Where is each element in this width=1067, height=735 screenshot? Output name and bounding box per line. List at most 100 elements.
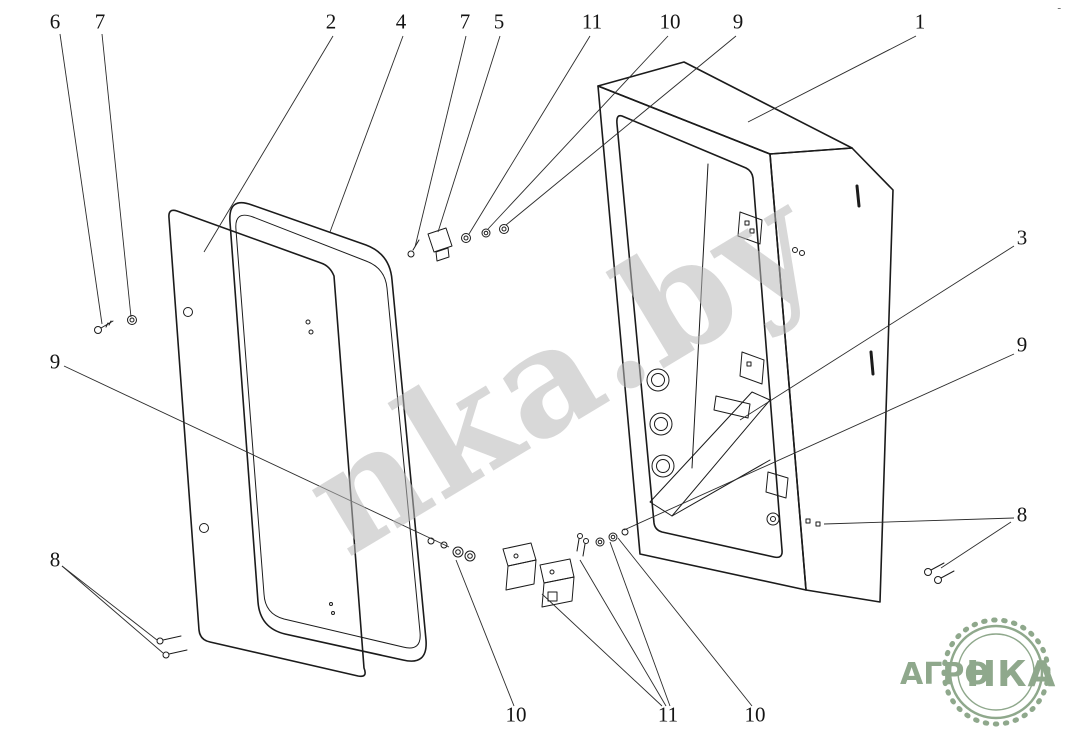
interior-floor-panel [649,391,771,517]
frame-hole-1 [792,247,798,253]
door-latch-mark-2 [308,329,314,335]
leader-8-left-a [61,565,158,641]
door-panel [168,209,366,678]
cabinet-body [597,61,894,603]
screw-group-bottom-left [156,635,188,659]
cabinet-front-face [597,85,807,591]
hinge-plate-2-hole [549,569,555,575]
washer-left [127,315,137,325]
cabinet-opening-frame [616,114,783,559]
logo-scallop-ring [941,617,1051,727]
interior-back-corner-line [691,163,709,469]
washer-bc-6-inner [610,534,616,540]
seal-frame-inner [235,214,421,649]
screw-group-bottom-right [924,562,955,584]
leader-7-top [414,35,467,248]
washer-bc-3 [452,546,464,558]
fastener-group-left [94,315,137,334]
washer-bc-4 [464,550,476,562]
page-corner-mark: - [1057,2,1061,14]
leader-6 [59,33,103,325]
screw-br-1-head [924,568,932,576]
leader-1 [747,35,917,123]
hinge-bracket-lower [739,351,765,385]
callout-11-bottom: 11 [657,702,679,727]
door-hinge-hole-bottom [199,523,209,533]
interior-knob-inner [770,516,776,522]
vent-hole-1-inner [651,373,665,387]
leader-3 [739,245,1015,421]
leader-9-left [63,365,450,548]
door-panel-outline [168,209,366,678]
callout-4: 4 [395,9,407,34]
leader-8-left-b [61,565,164,654]
logo-outer-ring [948,624,1044,720]
leader-2 [203,35,334,253]
door-seal-frame [229,201,427,662]
washer-11-top [461,233,471,243]
hinge-plate-2-tab [547,591,558,602]
screw-bl-2-shaft [168,649,188,655]
side-slot-lower [869,350,875,376]
screw-shaft-top [412,239,420,251]
leader-5 [437,35,501,233]
screw-bl-1-head [156,637,164,645]
callout-11-top: 11 [581,9,603,34]
leader-7-left [101,33,132,318]
side-screw-mark-2 [815,521,821,527]
door-latch-mark-1 [305,319,311,325]
frame-hole-2 [799,250,805,256]
callout-10-top: 10 [659,9,681,34]
hinge-bracket-lower-slot [746,361,752,367]
hinge-plate-1-top [502,542,537,567]
hinge-bracket-upper-slot-1 [744,220,750,226]
leader-10-top [487,35,669,230]
fastener-group-top [407,224,509,262]
hinge-bracket-upper [737,211,763,245]
hinge-assembly-bottom [427,528,629,608]
screw-br-2-shaft [940,570,955,579]
leader-8-right-b [823,517,1015,525]
screw-bl-1-shaft [162,635,182,641]
interior-knob [766,512,780,526]
callout-1: 1 [914,9,926,34]
seal-frame-outer [229,201,427,662]
screw-head-top [407,250,415,258]
callout-9-top: 9 [732,9,744,34]
side-slot-upper [855,184,861,208]
bolt-bc-1-head [577,533,583,539]
callout-10-bottom-right: 10 [744,702,766,727]
brand-logo: АГРО НКА [900,617,1055,727]
screw-br-2-head [934,576,942,584]
vent-hole-2-inner [654,417,668,431]
washer-left-inner [129,317,135,323]
bolt-bc-1-shaft [576,538,580,552]
leader-lines [59,33,1015,707]
door-hinge-hole-top [183,307,193,317]
callout-2: 2 [325,9,337,34]
door-bottom-mark-1 [329,602,333,606]
latch-plate-tab [435,247,450,262]
nut-9-top-inner [501,226,507,232]
vent-hole-3 [651,454,675,478]
washer-bc-3-inner [455,549,461,555]
washer-bc-2 [440,541,448,549]
callout-9-left: 9 [49,349,61,374]
cabinet-top-face [597,61,853,155]
logo-inner-ring [957,633,1035,711]
callout-8-right: 8 [1016,502,1028,527]
cabinet-interior [646,163,789,526]
callout-6: 6 [49,9,61,34]
callout-8-left: 8 [49,547,61,572]
side-screw-mark-1 [805,518,811,524]
callout-9-right: 9 [1016,332,1028,357]
callout-10-bottom-left: 10 [505,702,527,727]
hinge-plate-2-top [539,558,575,584]
latch-plate [427,227,453,253]
callout-7-top: 7 [459,9,471,34]
interior-bottom-bracket [765,471,789,499]
screw-br-1-shaft [930,562,945,571]
leader-11-bottom-a [541,593,663,707]
